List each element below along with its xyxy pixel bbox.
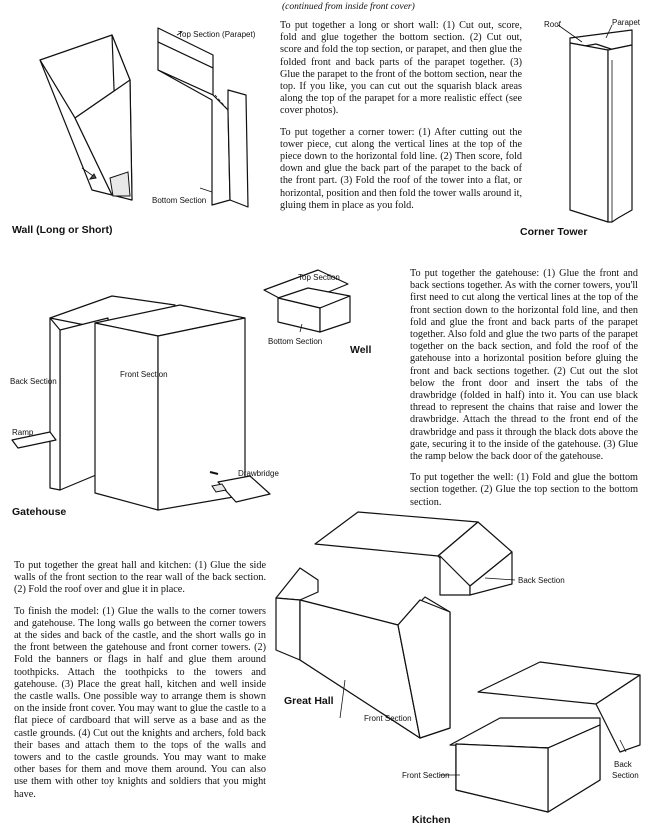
label-bottom-section-well: Bottom Section: [268, 337, 323, 346]
finish-text: To finish the model: (1) Glue the walls …: [14, 605, 266, 800]
caption-corner-tower: Corner Tower: [520, 226, 588, 238]
wall-bottom-section-drawing: [39, 34, 133, 201]
hall-instructions: To put together the great hall and kitch…: [14, 560, 266, 810]
caption-great-hall: Great Hall: [284, 695, 334, 707]
label-back-kitchen-1: Back: [614, 760, 632, 769]
gatehouse-drawing: [11, 295, 271, 511]
gatehouse-text: To put together the gatehouse: (1) Glue …: [410, 268, 638, 463]
label-front-section-kitchen: Front Section: [402, 771, 450, 780]
label-front-section-hall: Front Section: [364, 714, 412, 723]
label-top-section-parapet: Top Section (Parapet): [178, 30, 256, 39]
tower-text: To put together a corner tower: (1) Afte…: [280, 126, 522, 211]
caption-kitchen: Kitchen: [412, 814, 451, 826]
caption-well: Well: [350, 344, 372, 356]
caption-wall: Wall (Long or Short): [12, 224, 113, 236]
label-bottom-section-wall: Bottom Section: [152, 196, 207, 205]
kitchen-body-drawing: [440, 717, 601, 813]
label-roof: Roof: [544, 20, 561, 29]
caption-gatehouse: Gatehouse: [12, 506, 67, 518]
label-back-section-gatehouse: Back Section: [10, 377, 57, 386]
wall-instructions: To put together a long or short wall: (1…: [280, 20, 522, 221]
kitchen-roof-drawing: [477, 661, 641, 753]
label-front-section-gatehouse: Front Section: [120, 370, 168, 379]
wall-parapet-drawing: [157, 27, 249, 208]
continued-note: (continued from inside front cover): [282, 2, 415, 12]
label-parapet: Parapet: [612, 18, 641, 27]
label-back-section-hall: Back Section: [518, 576, 565, 585]
well-text: To put together the well: (1) Fold and g…: [410, 472, 638, 508]
wall-text: To put together a long or short wall: (1…: [280, 20, 522, 117]
label-back-kitchen-2: Section: [612, 771, 639, 780]
great-hall-roof-drawing: [314, 511, 516, 596]
hall-text: To put together the great hall and kitch…: [14, 560, 266, 596]
gatehouse-instructions: To put together the gatehouse: (1) Glue …: [410, 268, 638, 518]
corner-tower-drawing: [557, 24, 633, 223]
label-top-section-well: Top Section: [298, 273, 340, 282]
label-ramp: Ramp: [12, 428, 34, 437]
great-hall-body-drawing: [275, 567, 451, 739]
well-drawing: [263, 269, 351, 333]
label-drawbridge: Drawbridge: [238, 469, 279, 478]
